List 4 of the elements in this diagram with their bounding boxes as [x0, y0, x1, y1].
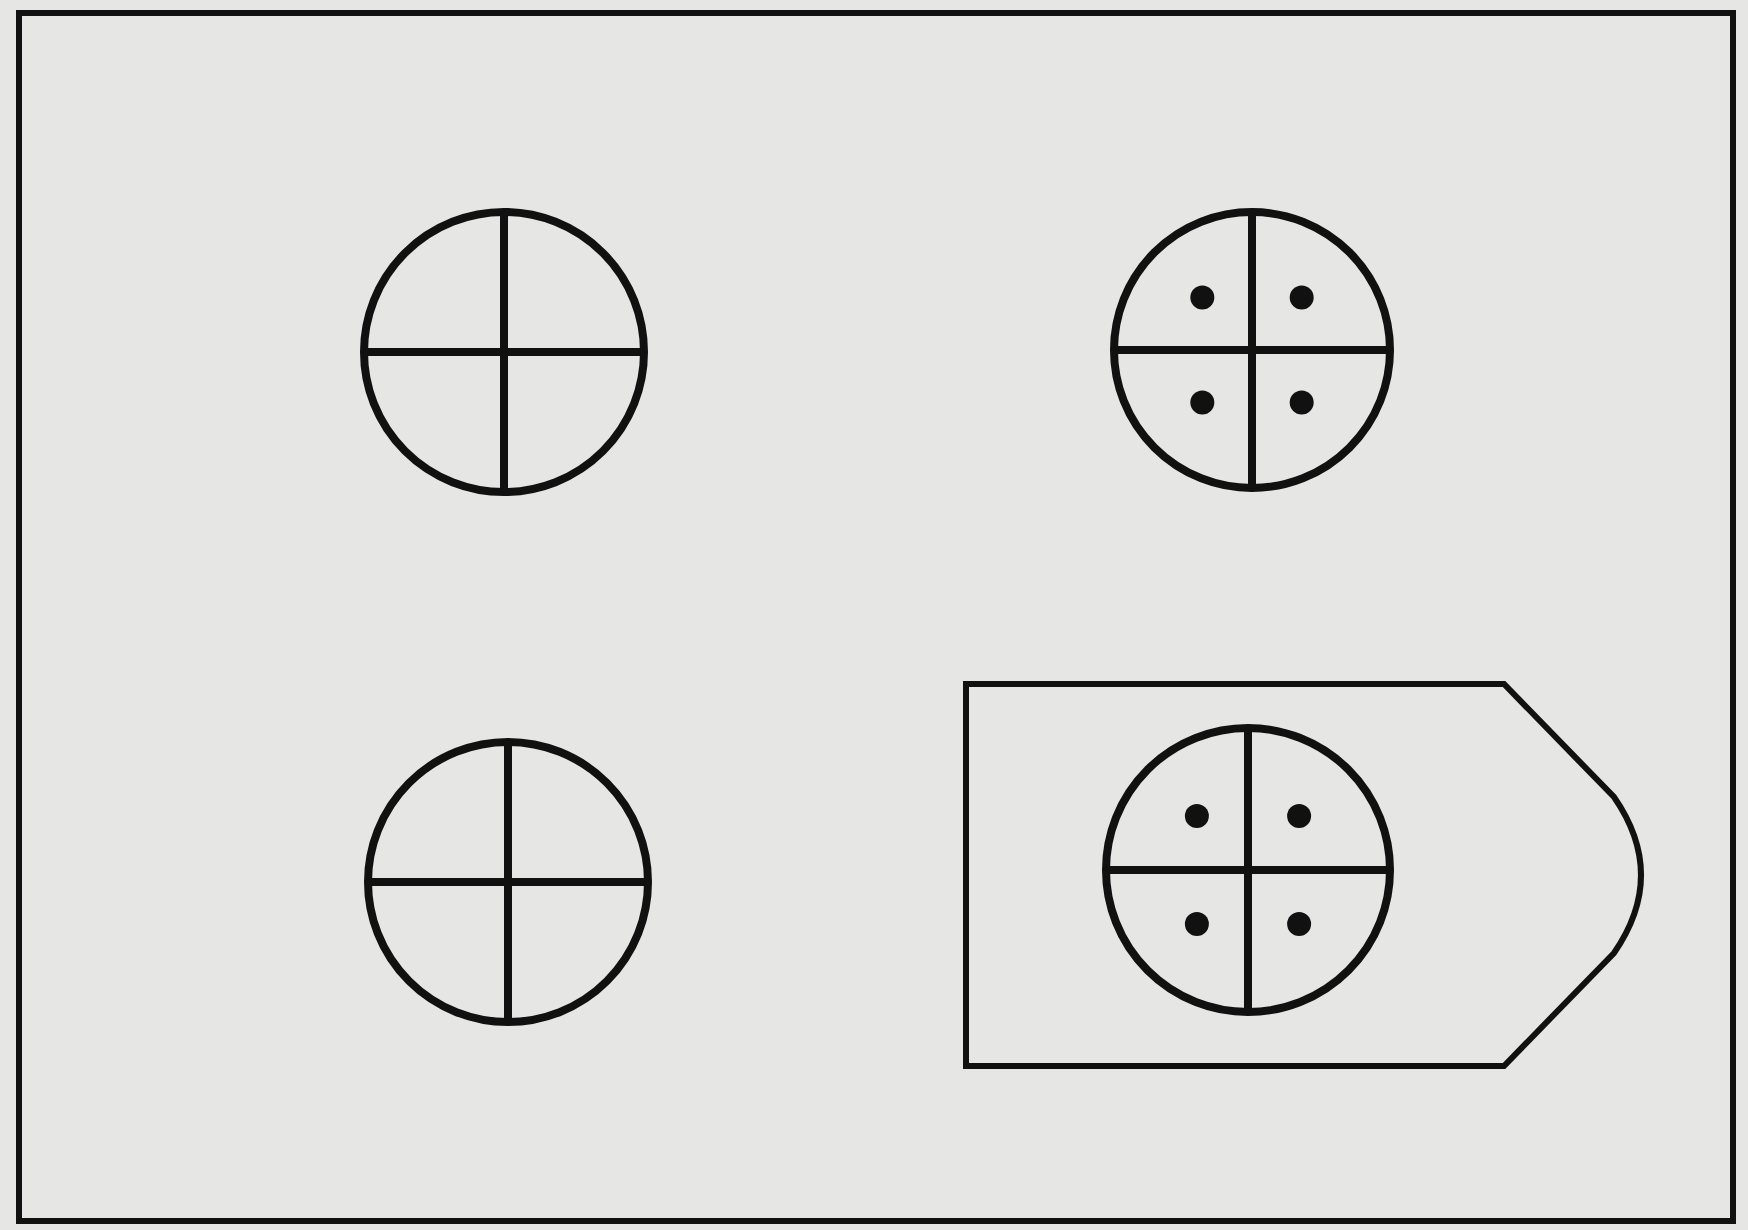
dotted-crossed-circle-symbol [1102, 722, 1394, 1018]
dotted-crossed-circle-symbol [1110, 208, 1394, 492]
crossed-circle-symbol [364, 736, 652, 1028]
crossed-circle-symbol [360, 208, 648, 496]
